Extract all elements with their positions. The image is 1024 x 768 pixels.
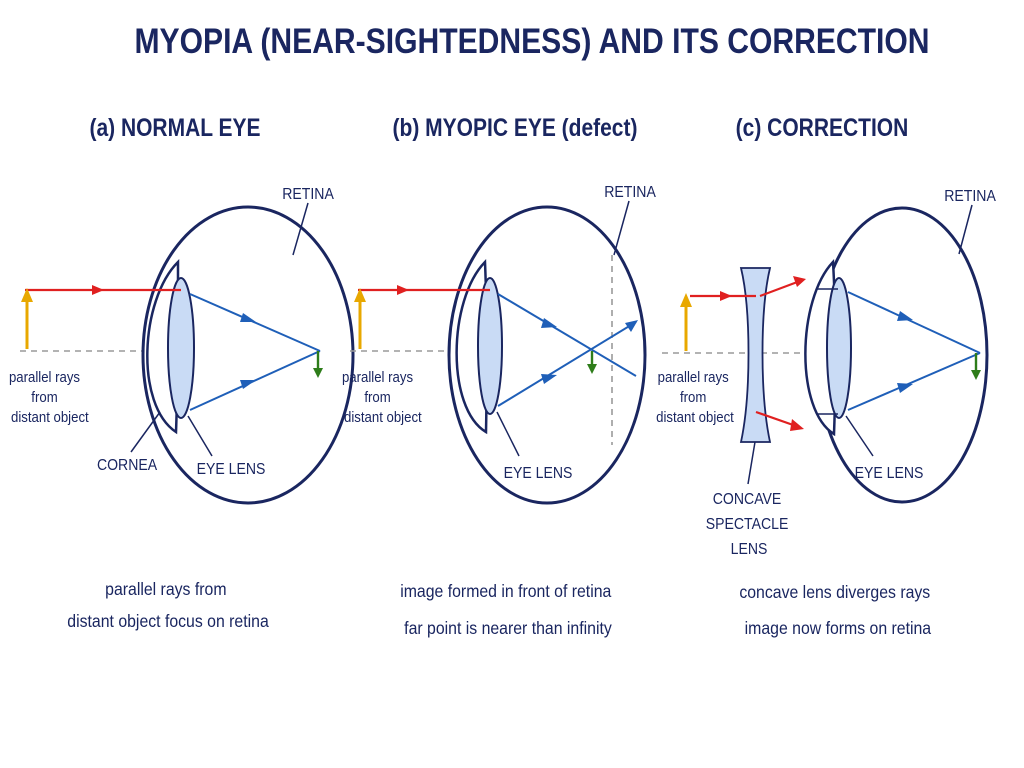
- retina-label: RETINA: [282, 185, 334, 203]
- eye-lens: [826, 277, 852, 419]
- concave-spectacle-lens: [739, 267, 772, 443]
- eye-lens: [167, 277, 195, 419]
- panel-normal-caption: parallel rays from distant object focus …: [67, 579, 269, 631]
- object-arrowhead: [21, 288, 33, 302]
- lens-leader: [187, 415, 213, 457]
- diverged-ray-lower: [755, 410, 797, 428]
- object-arrowhead: [680, 293, 692, 307]
- ray-arrowhead: [793, 276, 806, 287]
- panel-correction-heading: (c) CORRECTION: [736, 113, 909, 141]
- panel-normal-heading: (a) NORMAL EYE: [89, 113, 260, 141]
- refracted-ray-lower: [847, 352, 981, 411]
- retina-label: RETINA: [604, 183, 656, 201]
- retina-leader: [292, 202, 309, 256]
- cornea-label: CORNEA: [97, 456, 158, 474]
- eye-lens: [477, 277, 503, 415]
- image-arrowhead: [313, 368, 323, 378]
- eye-lens-label: EYE LENS: [504, 464, 573, 482]
- image-arrowhead: [971, 370, 981, 380]
- ray-arrowhead: [397, 285, 409, 295]
- ray-arrowhead: [625, 320, 638, 332]
- retina-leader: [958, 204, 973, 255]
- cornea-leader: [130, 411, 161, 453]
- ray-arrowhead: [92, 285, 104, 295]
- object-arrowhead: [354, 288, 366, 302]
- diverged-ray-upper: [759, 279, 801, 298]
- ray-arrowhead: [720, 291, 732, 301]
- spectacle-lens-leader: [747, 441, 756, 485]
- ray-arrowhead: [541, 374, 557, 384]
- refracted-ray-upper: [847, 291, 981, 354]
- panel-normal-eye: (a) NORMAL EYE RETINA parallel rays: [9, 113, 355, 631]
- eye-lens-label: EYE LENS: [855, 464, 924, 482]
- object-label: parallel rays from distant object: [656, 368, 734, 425]
- refracted-ray-upper: [189, 293, 321, 352]
- object-label: parallel rays from distant object: [9, 368, 89, 425]
- ray-arrowhead: [240, 313, 256, 322]
- lens-leader: [845, 415, 874, 457]
- object-label: parallel rays from distant object: [342, 368, 422, 425]
- eyeball: [447, 205, 647, 505]
- ray-arrowhead: [541, 318, 557, 328]
- refracted-ray-upper: [497, 293, 637, 377]
- ray-arrowhead: [790, 419, 804, 431]
- page-title: MYOPIA (NEAR-SIGHTEDNESS) AND ITS CORREC…: [134, 21, 929, 61]
- panel-myopic-heading: (b) MYOPIC EYE (defect): [393, 113, 638, 141]
- retina-leader: [613, 200, 630, 256]
- image-arrowhead: [587, 364, 597, 374]
- lens-leader: [496, 411, 520, 457]
- eye-lens-label: EYE LENS: [197, 460, 266, 478]
- panel-correction-caption: concave lens diverges rays image now for…: [739, 582, 934, 638]
- retina-label: RETINA: [944, 187, 996, 205]
- ray-arrowhead: [897, 311, 913, 321]
- spectacle-lens-label: CONCAVE SPECTACLE LENS: [706, 490, 793, 558]
- panel-myopic-caption: image formed in front of retina far poin…: [400, 581, 616, 638]
- ray-arrowhead: [897, 383, 913, 393]
- panel-myopic-eye: (b) MYOPIC EYE (defect) RETINA parallel …: [342, 113, 657, 638]
- panel-correction: (c) CORRECTION: [656, 113, 997, 638]
- ray-arrowhead: [240, 380, 256, 389]
- refracted-ray-lower: [497, 321, 637, 407]
